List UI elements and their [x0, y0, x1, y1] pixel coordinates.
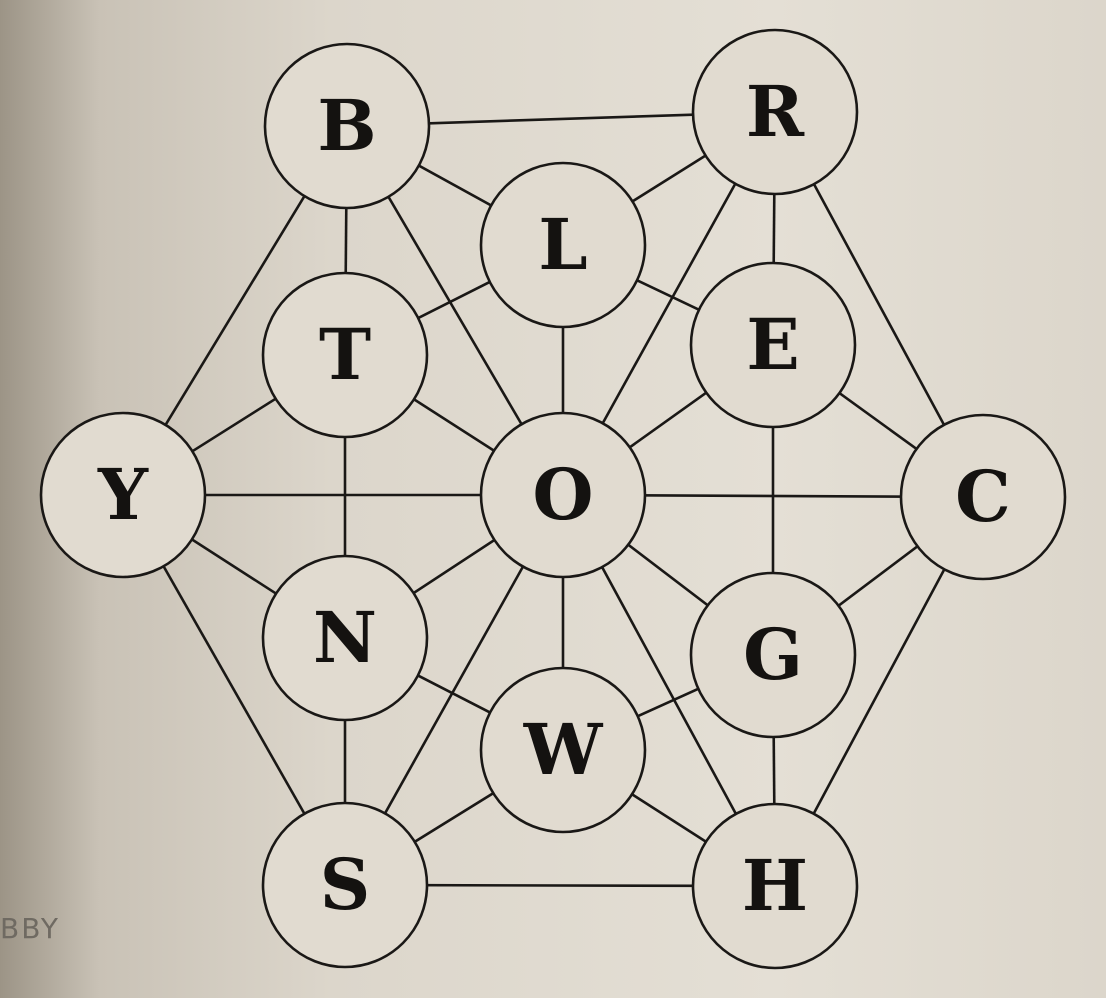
node-letter: S — [320, 843, 371, 926]
node-c: C — [899, 413, 1067, 581]
node-o: O — [479, 411, 647, 579]
node-n: N — [261, 554, 429, 722]
node-letter: W — [523, 708, 604, 791]
node-circle — [689, 571, 857, 739]
node-letter: R — [746, 70, 805, 153]
node-letter: O — [533, 453, 594, 536]
node-circle — [479, 666, 647, 834]
node-circle — [261, 271, 429, 439]
node-letter: L — [538, 203, 587, 286]
node-letter: T — [319, 313, 371, 396]
node-letter: H — [742, 844, 808, 927]
node-circle — [479, 411, 647, 579]
node-circle — [899, 413, 1067, 581]
node-letter: Y — [97, 453, 149, 536]
node-circle — [261, 801, 429, 969]
node-circle — [263, 42, 431, 210]
node-letter: C — [955, 455, 1011, 538]
node-circle — [479, 161, 647, 329]
node-b: B — [263, 42, 431, 210]
node-y: Y — [39, 411, 207, 579]
node-w: W — [479, 666, 647, 834]
node-e: E — [689, 261, 857, 429]
node-circle — [689, 261, 857, 429]
node-letter: N — [313, 596, 377, 679]
node-h: H — [691, 802, 859, 970]
handwritten-margin-note: BBY — [0, 912, 60, 945]
node-g: G — [689, 571, 857, 739]
node-circle — [691, 28, 859, 196]
node-r: R — [691, 28, 859, 196]
node-circle — [39, 411, 207, 579]
node-s: S — [261, 801, 429, 969]
node-letter: B — [317, 84, 376, 167]
node-t: T — [261, 271, 429, 439]
node-letter: E — [746, 303, 799, 386]
node-letter: G — [743, 613, 803, 696]
node-circle — [691, 802, 859, 970]
node-l: L — [479, 161, 647, 329]
node-layer: B R L T E Y O C N G W S H — [39, 28, 1067, 970]
node-circle — [261, 554, 429, 722]
